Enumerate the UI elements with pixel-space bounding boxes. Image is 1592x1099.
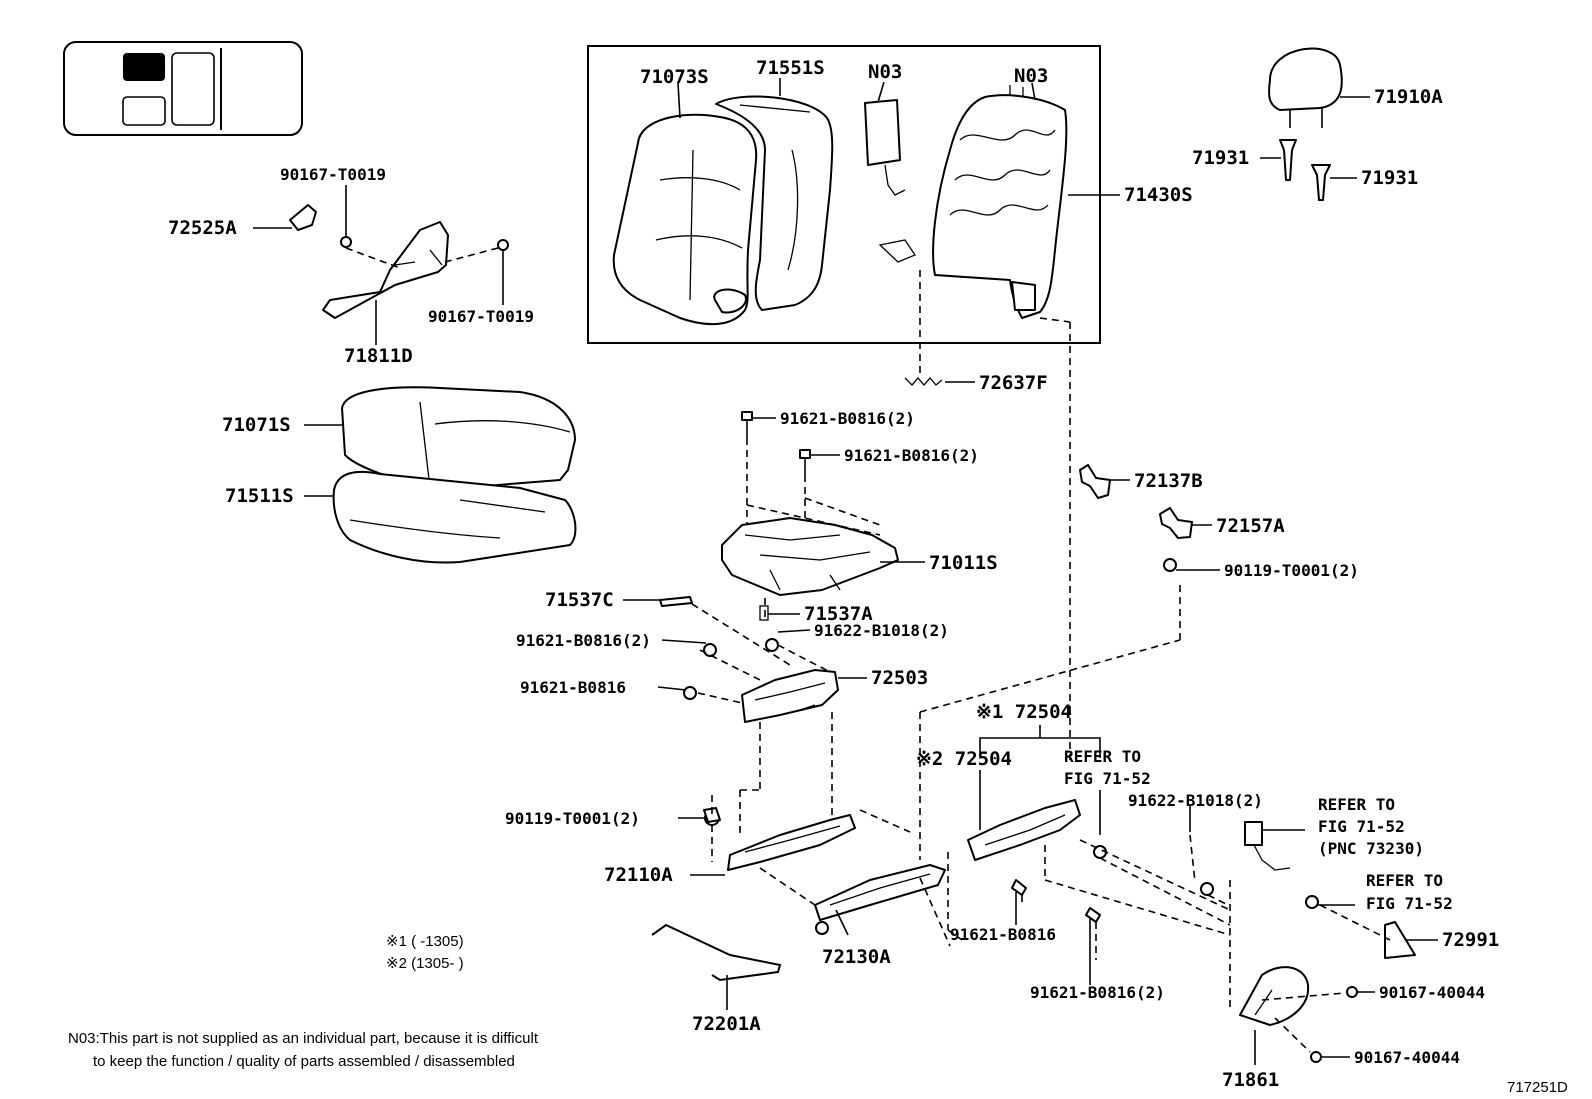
label-90119-T0001-2-b: 90119-T0001(2) xyxy=(505,809,640,828)
assembly-dashed-lines xyxy=(345,247,1391,1053)
note-range-1: ※1 ( -1305) xyxy=(386,933,464,950)
label-71073S: 71073S xyxy=(640,66,709,88)
pin-drawing xyxy=(659,596,693,607)
label-72137B: 72137B xyxy=(1134,470,1203,492)
label-90167-T0019-top: 90167-T0019 xyxy=(280,165,386,184)
label-71811D: 71811D xyxy=(344,345,413,367)
label-72201A: 72201A xyxy=(692,1013,761,1035)
shield-71861-drawing xyxy=(1200,882,1358,1063)
note-n03-line1: N03:This part is not supplied as an indi… xyxy=(68,1030,539,1047)
seatback-cover-drawing xyxy=(612,113,758,326)
label-refer-fig-2: FIG 71-52 xyxy=(1318,817,1405,836)
airbag-module-drawing xyxy=(864,99,906,196)
label-71931-right: 71931 xyxy=(1361,167,1418,189)
label-91622-B1018-2-a: 91622-B1018(2) xyxy=(814,621,949,640)
label-71910A: 71910A xyxy=(1374,86,1443,108)
note-range-2: ※2 (1305- ) xyxy=(386,955,464,972)
label-refer-fig-1: FIG 71-52 xyxy=(1064,769,1151,788)
label-72991: 72991 xyxy=(1442,929,1499,951)
cover-72991-drawing xyxy=(1384,921,1416,959)
leader-lines xyxy=(253,78,1438,1065)
label-72637F: 72637F xyxy=(979,372,1048,394)
part-labels: 71073S 71551S N03 N03 71430S 71910A 7193… xyxy=(168,57,1499,1091)
label-refer-to-3: REFER TO xyxy=(1366,871,1443,890)
label-refer-fig-3: FIG 71-52 xyxy=(1366,894,1453,913)
label-90167-T0019-bottom: 90167-T0019 xyxy=(428,307,534,326)
label-72525A: 72525A xyxy=(168,217,237,239)
label-91621-B0816-2-b: 91621-B0816(2) xyxy=(844,446,979,465)
label-refer-pnc: (PNC 73230) xyxy=(1318,839,1424,858)
label-90167-40044-a: 90167-40044 xyxy=(1379,983,1485,1002)
label-71861: 71861 xyxy=(1222,1069,1279,1091)
label-91622-B1018-2-b: 91622-B1018(2) xyxy=(1128,791,1263,810)
label-71537C: 71537C xyxy=(545,589,614,611)
label-N03-frame: N03 xyxy=(1014,65,1048,87)
figure-id: 717251D xyxy=(1507,1079,1568,1096)
belt-buckle-drawing xyxy=(1244,821,1291,871)
label-N03-airbag: N03 xyxy=(868,61,902,83)
seat-track-outer-drawing xyxy=(814,864,946,935)
recliner-drawing xyxy=(967,799,1107,861)
headrest-drawing xyxy=(1268,47,1343,128)
label-91621-B0816-2-c: 91621-B0816(2) xyxy=(516,631,651,650)
notes: ※1 ( -1305) ※2 (1305- ) N03:This part is… xyxy=(68,933,1568,1096)
cushion-frame-drawing xyxy=(721,517,899,621)
seat-adjuster-drawing xyxy=(683,638,839,723)
label-90167-40044-b: 90167-40044 xyxy=(1354,1048,1460,1067)
label-91621-B0816-2-a: 91621-B0816(2) xyxy=(780,409,915,428)
label-71071S: 71071S xyxy=(222,414,291,436)
label-72504-variant-1: ※1 72504 xyxy=(976,701,1072,723)
label-71011S: 71011S xyxy=(929,552,998,574)
label-72130A: 72130A xyxy=(822,946,891,968)
seat-cushion-drawings xyxy=(332,386,577,564)
headrest-support-drawings xyxy=(1279,139,1331,201)
label-91621-B0816-a: 91621-B0816 xyxy=(520,678,626,697)
label-refer-to-2: REFER TO xyxy=(1318,795,1395,814)
label-91621-B0816-2-d: 91621-B0816(2) xyxy=(1030,983,1165,1002)
label-72110A: 72110A xyxy=(604,864,673,886)
label-71511S: 71511S xyxy=(225,485,294,507)
label-71537A: 71537A xyxy=(804,603,873,625)
note-n03-line2: to keep the function / quality of parts … xyxy=(93,1053,515,1070)
label-refer-to-1: REFER TO xyxy=(1064,747,1141,766)
label-91621-B0816-b: 91621-B0816 xyxy=(950,925,1056,944)
seat-shield-drawings xyxy=(289,204,509,319)
bracket-drawings xyxy=(1079,464,1193,572)
label-90119-T0001-2-a: 90119-T0001(2) xyxy=(1224,561,1359,580)
seatback-frame-drawing xyxy=(878,85,1068,319)
label-71931-left: 71931 xyxy=(1192,147,1249,169)
label-72157A: 72157A xyxy=(1216,515,1285,537)
label-72504-variant-2: ※2 72504 xyxy=(916,748,1012,770)
seat-track-inner-drawing xyxy=(704,810,856,871)
seat-position-icon xyxy=(63,41,303,136)
label-71551S: 71551S xyxy=(756,57,825,79)
seatback-pad-drawing xyxy=(715,95,834,311)
wire-drawing xyxy=(651,923,782,982)
label-72503: 72503 xyxy=(871,667,928,689)
spring-drawing xyxy=(904,377,943,386)
label-71430S: 71430S xyxy=(1124,184,1193,206)
